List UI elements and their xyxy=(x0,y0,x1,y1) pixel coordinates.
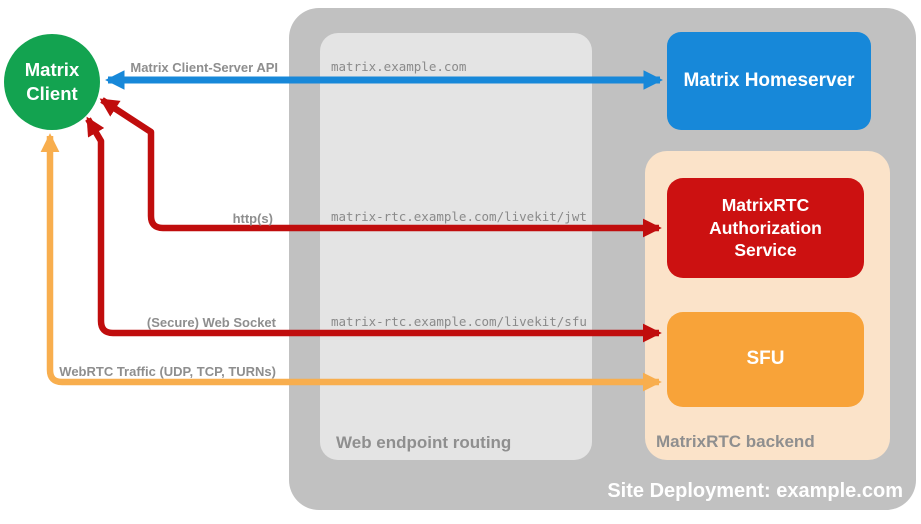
sfu-label: SFU xyxy=(746,348,785,370)
matrix-homeserver-label: Matrix Homeserver xyxy=(683,69,855,91)
route-livekit-jwt: matrix-rtc.example.com/livekit/jwt xyxy=(331,209,587,224)
route-matrix-example-com: matrix.example.com xyxy=(331,59,467,74)
websocket-arrow-label: (Secure) Web Socket xyxy=(146,315,276,330)
matrix-client-node: Matrix Client xyxy=(4,34,100,130)
matrixrtc-backend-caption: MatrixRTC backend xyxy=(656,432,815,451)
route-livekit-sfu: matrix-rtc.example.com/livekit/sfu xyxy=(331,314,587,329)
https-arrow-label: http(s) xyxy=(232,211,273,226)
matrix-homeserver-node: Matrix Homeserver xyxy=(667,32,871,130)
client-server-api-arrow-label: Matrix Client-Server API xyxy=(130,60,278,75)
web-endpoint-routing-caption: Web endpoint routing xyxy=(336,433,512,452)
web-endpoint-routing-panel xyxy=(320,33,592,460)
matrix-client-label: Matrix Client xyxy=(24,58,80,104)
matrixrtc-authorization-service-label: MatrixRTC Authorization Service xyxy=(709,194,822,261)
site-deployment-title: Site Deployment: example.com xyxy=(607,480,903,502)
matrixrtc-authorization-service-node: MatrixRTC Authorization Service xyxy=(667,178,864,278)
sfu-node: SFU xyxy=(667,312,864,407)
webrtc-traffic-arrow-label: WebRTC Traffic (UDP, TCP, TURNs) xyxy=(59,364,276,379)
